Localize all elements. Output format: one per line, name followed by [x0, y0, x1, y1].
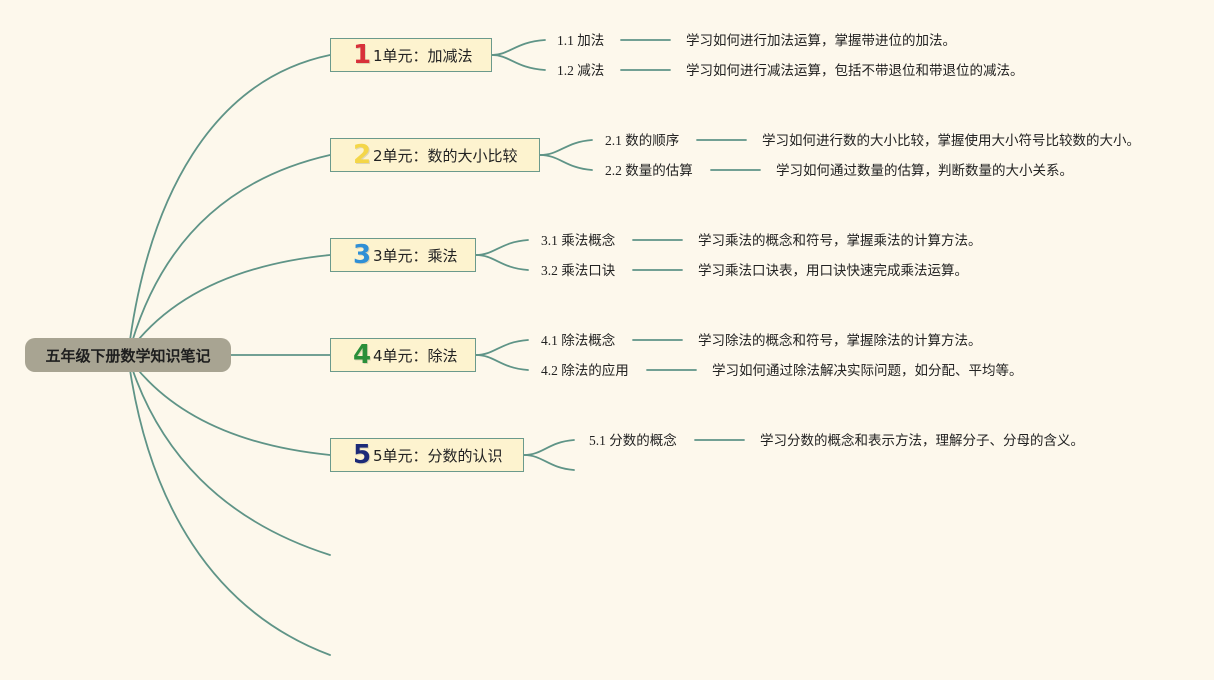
unit-3-node[interactable]: 3 3单元：乘法	[330, 238, 476, 272]
unit-1-sub-1-desc[interactable]: 学习如何进行加法运算，掌握带进位的加法。	[686, 33, 956, 48]
unit-1-node[interactable]: 1 1单元：加减法	[330, 38, 492, 72]
unit-2-label: 2单元：数的大小比较	[373, 146, 518, 165]
unit-4-node[interactable]: 4 4单元：除法	[330, 338, 476, 372]
unit-2-sub-1-desc[interactable]: 学习如何进行数的大小比较，掌握使用大小符号比较数的大小。	[762, 133, 1140, 148]
number-3-icon: 3	[352, 240, 372, 270]
unit-5-sub-1[interactable]: 5.1 分数的概念	[589, 433, 677, 448]
number-5-icon: 5	[352, 440, 372, 470]
unit-1-label: 1单元：加减法	[373, 46, 473, 65]
unit-1-sub-2[interactable]: 1.2 减法	[557, 63, 605, 78]
unit-2-sub-2[interactable]: 2.2 数量的估算	[605, 163, 693, 178]
branch-unit-5	[133, 364, 331, 456]
unit-4-sub-2-desc[interactable]: 学习如何通过除法解决实际问题，如分配、平均等。	[712, 363, 1023, 378]
unit-4-label: 4单元：除法	[373, 346, 458, 365]
unit-3-label: 3单元：乘法	[373, 246, 458, 265]
unit-4-sub-2[interactable]: 4.2 除法的应用	[541, 363, 629, 378]
number-2-icon: 2	[352, 140, 372, 170]
unit-3-sub-2-desc[interactable]: 学习乘法口诀表，用口诀快速完成乘法运算。	[698, 263, 968, 278]
unit-3-sub-1-desc[interactable]: 学习乘法的概念和符号，掌握乘法的计算方法。	[698, 233, 982, 248]
number-4-icon: 4	[352, 340, 372, 370]
branch-unit-3	[133, 254, 331, 346]
unit-3-sub-2[interactable]: 3.2 乘法口诀	[541, 263, 616, 278]
unit-2-sub-1[interactable]: 2.1 数的顺序	[605, 133, 680, 148]
unit-1-sub-2-desc[interactable]: 学习如何进行减法运算，包括不带退位和带退位的减法。	[686, 63, 1024, 78]
unit-2-sub-2-desc[interactable]: 学习如何通过数量的估算，判断数量的大小关系。	[776, 163, 1073, 178]
unit-1-sub-1[interactable]: 1.1 加法	[557, 33, 605, 48]
unit-4-sub-1[interactable]: 4.1 除法概念	[541, 333, 616, 348]
branch-empty-1	[131, 367, 331, 556]
number-1-icon: 1	[352, 40, 372, 70]
root-title: 五年级下册数学知识笔记	[45, 346, 211, 365]
unit-2-node[interactable]: 2 2单元：数的大小比较	[330, 138, 540, 172]
unit-3-sub-1[interactable]: 3.1 乘法概念	[541, 233, 616, 248]
unit-5-sub-1-desc[interactable]: 学习分数的概念和表示方法，理解分子、分母的含义。	[760, 433, 1084, 448]
unit-5-node[interactable]: 5 5单元：分数的认识	[330, 438, 524, 472]
root-topic[interactable]: 五年级下册数学知识笔记	[25, 338, 231, 372]
branch-unit-2	[131, 154, 331, 343]
unit-5-label: 5单元：分数的认识	[373, 446, 503, 465]
branch-empty-2	[129, 369, 331, 656]
unit-4-sub-1-desc[interactable]: 学习除法的概念和符号，掌握除法的计算方法。	[698, 333, 982, 348]
branch-unit-1	[129, 54, 331, 341]
